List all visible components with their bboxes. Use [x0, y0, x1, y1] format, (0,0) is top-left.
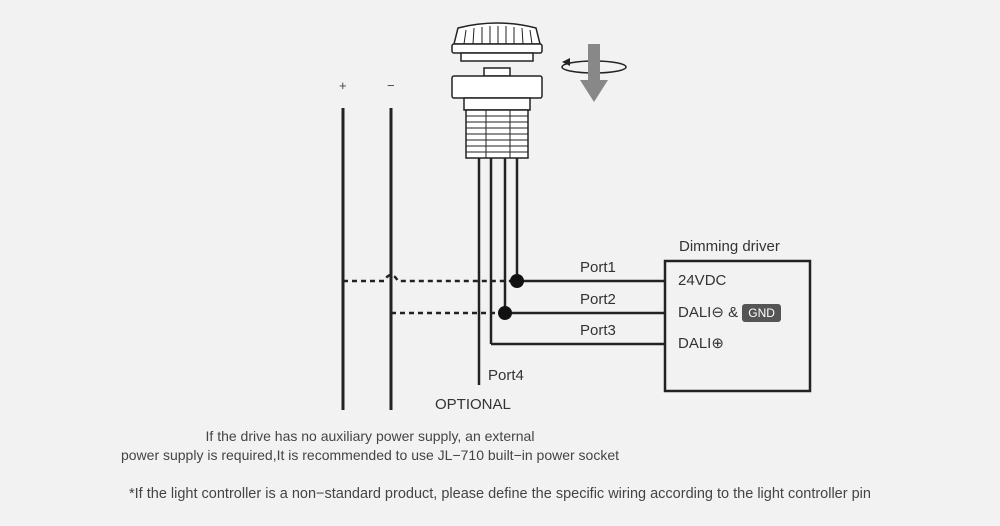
driver-pin-dali-plus: DALI⊕ — [678, 335, 724, 352]
junction-dot-port2 — [498, 306, 512, 320]
supply-note-line2: power supply is required,It is recommend… — [120, 447, 620, 463]
negative-terminal-label: − — [387, 78, 395, 93]
external-supply-dashed-wires — [343, 273, 517, 315]
port4-label: Port4 — [488, 367, 524, 384]
port3-label: Port3 — [580, 322, 616, 339]
dimming-driver-box — [663, 259, 812, 393]
supply-note-line1: If the drive has no auxiliary power supp… — [205, 428, 535, 444]
gnd-badge: GND — [742, 304, 781, 323]
connector-wires — [477, 158, 519, 385]
junction-dot-port1 — [510, 274, 524, 288]
dali-minus-label: DALI⊖ & — [678, 304, 739, 321]
driver-pin-24vdc: 24VDC — [678, 272, 727, 289]
optional-label: OPTIONAL — [435, 396, 511, 413]
sensor-connector-illustration — [451, 22, 543, 159]
footnote: *If the light controller is a non−standa… — [129, 486, 871, 502]
rotate-down-arrow-icon — [561, 44, 627, 102]
positive-terminal-label: + — [339, 78, 347, 93]
driver-title: Dimming driver — [679, 238, 780, 255]
port2-label: Port2 — [580, 291, 616, 308]
port-wires — [491, 279, 665, 346]
driver-pin-dali-minus: DALI⊖ & GND — [678, 303, 781, 323]
port1-label: Port1 — [580, 259, 616, 276]
